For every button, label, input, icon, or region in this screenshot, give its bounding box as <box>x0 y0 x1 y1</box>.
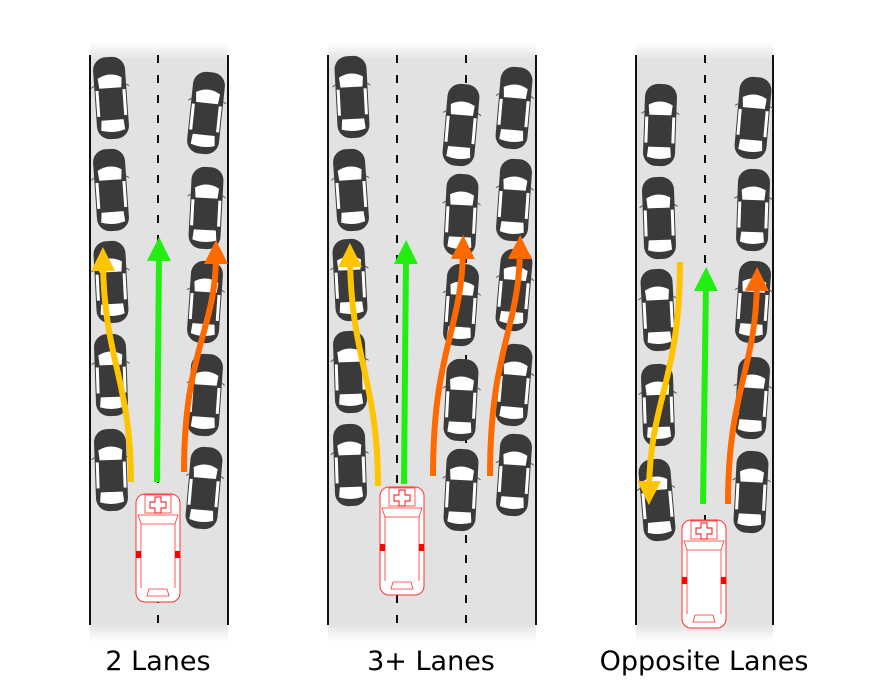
ambulance <box>135 493 181 603</box>
panel-label-2-lanes: 2 Lanes <box>105 646 211 677</box>
arrow-orange-lane3 <box>487 235 532 477</box>
arrow-green-center <box>393 240 418 485</box>
arrow-yellow-left <box>338 243 381 487</box>
arrow-orange-lane2 <box>430 235 475 477</box>
arrow-orange-right <box>181 240 228 473</box>
car <box>329 422 371 508</box>
car <box>90 427 132 513</box>
arrow-yellow-opposite <box>637 261 683 505</box>
arrow-green-center <box>146 237 171 483</box>
arrow-orange-right <box>725 267 769 505</box>
car <box>639 82 681 168</box>
arrow-yellow-left <box>91 247 134 483</box>
panel-label-3-lanes: 3+ Lanes <box>367 646 495 677</box>
ambulance <box>681 519 727 629</box>
panel-label-opposite-lanes: Opposite Lanes <box>599 646 809 677</box>
arrow-green-center <box>693 267 718 505</box>
car <box>732 167 774 253</box>
car <box>638 175 680 261</box>
ambulance <box>379 486 425 596</box>
